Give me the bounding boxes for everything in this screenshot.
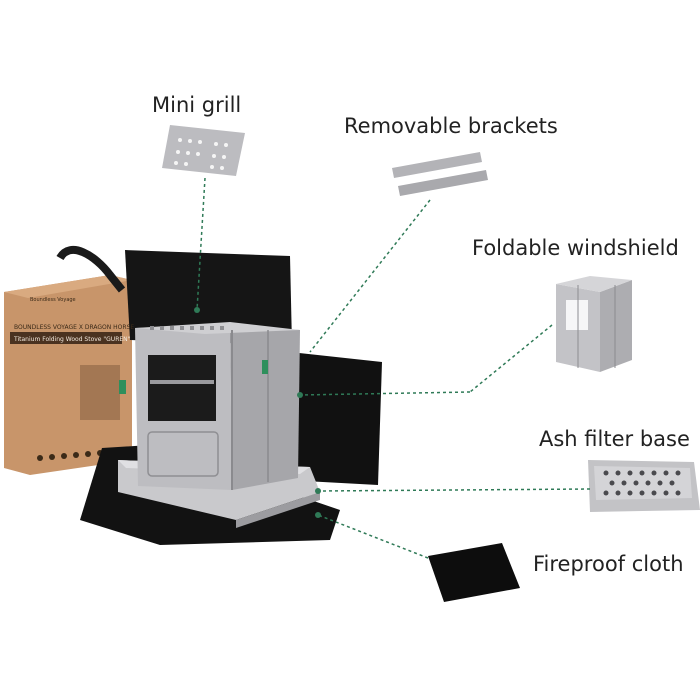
ash-filter-base-label: Ash filter base [539, 427, 690, 451]
titanium-stove [119, 322, 300, 490]
bag-side-panel [286, 352, 382, 485]
foldable-windshield-label: Foldable windshield [472, 236, 679, 260]
box-subtitle-text: Titanium Folding Wood Stove "GUREN" [14, 336, 131, 343]
mini-grill-label: Mini grill [152, 93, 242, 117]
ash-filter-base-part [588, 460, 700, 512]
bag-strap [56, 245, 126, 293]
storage-bag [125, 250, 292, 345]
mini-grill-part [162, 125, 245, 176]
box-brand-text: Boundless Voyage [30, 297, 76, 303]
fireproof-cloth-part [428, 543, 520, 602]
fireproof-cloth-label: Fireproof cloth [533, 552, 684, 576]
foldable-windshield-part [556, 276, 632, 372]
removable-brackets-part [392, 152, 488, 196]
box-title-text: BOUNDLESS VOYAGE X DRAGON HORSE [14, 324, 135, 331]
product-box [4, 275, 132, 475]
leader-dots [194, 307, 321, 518]
removable-brackets-label: Removable brackets [344, 114, 558, 138]
leader-lines [196, 177, 591, 559]
